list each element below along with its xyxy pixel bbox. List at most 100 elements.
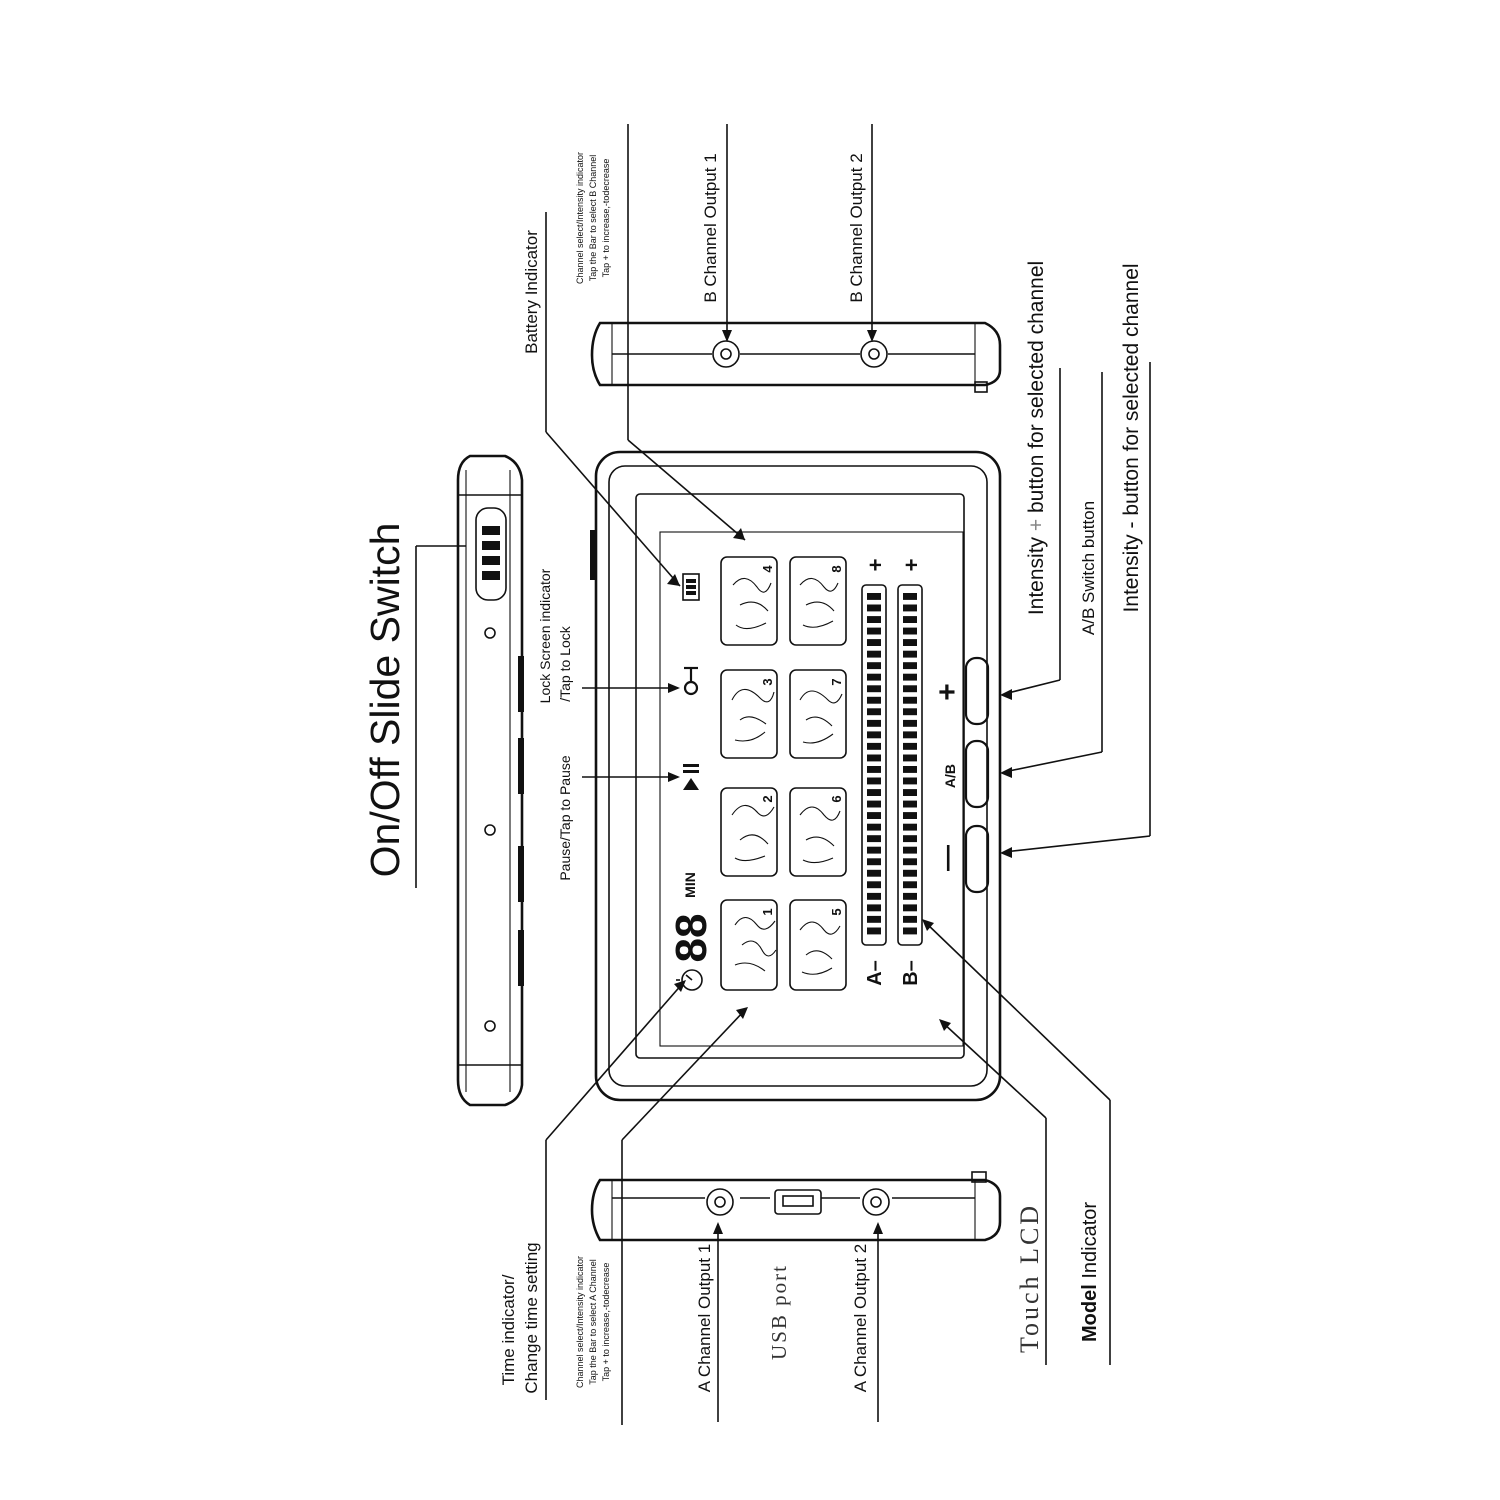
channel-b-segment [903,708,917,716]
pause-label: Pause/Tap to Pause [557,755,573,881]
channel-b-segment [903,789,917,796]
channel-a-segment [867,593,881,600]
b-channel-output-2-label: B Channel Output 2 [847,153,866,302]
device-top-edge-view [590,321,1002,393]
channel-a-segment [867,812,881,819]
channel-a-note-line-1: Channel select/Intensity indicator [575,1256,585,1388]
channel-a-segment [867,696,881,704]
a-channel-output-1-label: A Channel Output 1 [695,1244,714,1392]
channel-b-segment [903,927,917,935]
mode-tile-2[interactable] [720,787,778,877]
key-lock-icon[interactable] [683,666,699,696]
channel-a-plus: + [863,559,888,572]
channel-a-segment [867,662,881,670]
channel-a-segment [867,731,881,739]
channel-b-segment [903,766,917,773]
channel-b-segment [903,604,917,612]
channel-b-segment [903,858,917,866]
mode-number-4: 4 [760,565,775,573]
intensity-minus-button[interactable] [964,824,990,894]
channel-a-segment [867,777,881,785]
mode-tile-1[interactable] [720,899,778,991]
mode-tile-8[interactable] [789,556,847,646]
channel-a-segment [867,719,881,727]
device-front: 88 MIN [590,450,1002,1102]
channel-a-bar[interactable] [861,584,887,946]
channel-a-segment [867,616,881,623]
channel-b-segments [903,593,917,935]
channel-a-segment [867,881,881,889]
channel-b-note-line-2: Tap the Bar to select B Channel [588,155,598,282]
plus-button-label: + [931,683,964,701]
channel-b-segment [903,800,917,808]
mode-number-5: 5 [829,908,844,915]
b-output-1-jack [712,340,740,368]
channel-b-segment [903,846,917,854]
time-indicator-label-line-1: Time indicator/ [499,1274,518,1385]
touch-lcd[interactable] [635,493,965,1059]
channel-a-segment [867,789,881,796]
channel-b-label: B– [900,960,922,986]
mode-number-2: 2 [760,795,775,802]
mode-number-7: 7 [829,678,844,685]
ab-button-label: A/B [942,764,958,788]
a-channel-output-2-label: A Channel Output 2 [851,1244,870,1392]
channel-b-segment [903,593,917,600]
channel-a-segment [867,858,881,866]
mode-tile-6[interactable] [789,787,847,877]
mode-tile-3[interactable] [720,669,778,759]
channel-b-segment [903,904,917,912]
play-pause-icon[interactable] [683,764,699,790]
channel-a-note-line-3: Tap + to increase,-todecrease [601,1263,611,1382]
mode-number-8: 8 [829,565,844,572]
channel-b-segment [903,731,917,739]
channel-b-plus: + [899,559,924,572]
lock-screen-label-line-1: Lock Screen indicator [537,568,553,703]
minus-button-label: — [931,845,961,871]
channel-a-segment [867,846,881,854]
channel-b-segment [903,662,917,670]
a-output-2-jack [862,1188,890,1216]
channel-b-segment [903,881,917,889]
channel-a-segment [867,627,881,635]
intensity-plus-label: Intensity + button for selected channel [1025,261,1048,615]
battery-indicator-label: Battery Indicator [522,230,541,354]
channel-b-segment [903,685,917,693]
channel-b-segment [903,616,917,623]
channel-b-segment [903,754,917,762]
channel-b-segment [903,892,917,900]
model-indicator-label: Model Indicator [1079,1202,1101,1342]
channel-b-note-line-1: Channel select/Intensity indicator [575,152,585,284]
ab-switch-button[interactable] [964,739,990,809]
mode-tile-7[interactable] [789,669,847,759]
channel-b-segment [903,696,917,704]
channel-b-segment [903,650,917,658]
lock-screen-label-line-2: /Tap to Lock [557,625,573,701]
battery-icon [682,573,700,601]
channel-b-bar[interactable] [897,584,923,946]
device-left-edge-view [456,454,524,1107]
channel-b-segment [903,627,917,635]
channel-b-segment [903,835,917,843]
channel-b-segment [903,915,917,923]
on-off-slide-switch-label: On/Off Slide Switch [362,523,408,878]
mode-tile-5[interactable] [789,899,847,991]
channel-a-segment [867,754,881,762]
mode-number-3: 3 [760,678,775,685]
channel-b-segment [903,719,917,727]
channel-b-segment [903,823,917,831]
channel-b-segment [903,812,917,819]
channel-b-segment [903,777,917,785]
callout-labels: On/Off Slide Switch Channel select/Inten… [362,152,1143,1394]
intensity-plus-button[interactable] [964,656,990,726]
mode-tile-4[interactable] [720,556,778,646]
on-off-slide-switch[interactable] [475,507,507,601]
usb-port-socket [774,1189,822,1215]
mode-grid: 1 2 3 4 5 6 7 8 [720,556,847,991]
ab-switch-label: A/B Switch button [1079,501,1098,635]
channel-b-segment [903,639,917,646]
stopwatch-icon[interactable] [676,969,703,991]
channel-a-segment [867,927,881,935]
channel-b-segment [903,742,917,750]
